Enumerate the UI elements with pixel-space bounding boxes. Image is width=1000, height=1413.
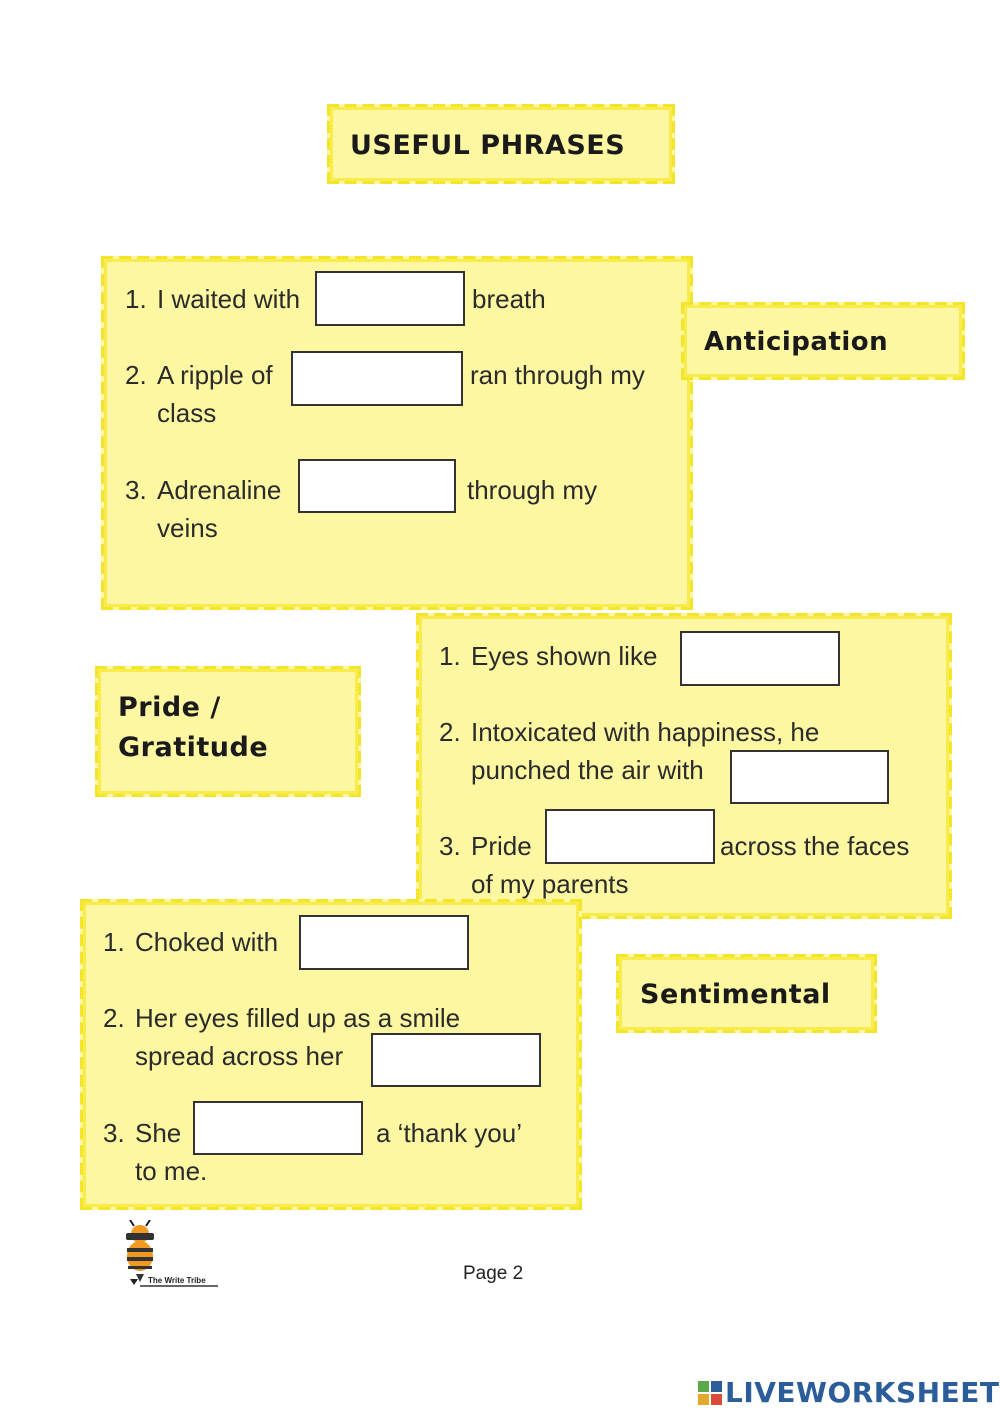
anticipation-item-3-cont: veins [157,513,218,543]
sentimental-item-2-num: 2. [103,1003,125,1033]
pride-label-line1: Pride / [118,692,221,723]
pride-item-3-after: across the faces [720,831,910,861]
anticipation-item-2-before: A ripple of [157,360,273,390]
anticipation-item-1-before: I waited with [157,284,301,314]
logo-text: The Write Tribe [148,1276,206,1285]
page-number: Page 2 [463,1263,524,1284]
pride-item-3-cont: of my parents [471,869,629,899]
sentimental-blank-2[interactable] [371,1033,541,1087]
pride-item-1-num: 1. [439,641,461,671]
sentimental-item-1-num: 1. [103,927,125,957]
sentimental-item-1-before: Choked with [135,927,279,957]
anticipation-item-2-num: 2. [125,360,147,390]
anticipation-item-1-num: 1. [125,284,147,314]
title-box [327,104,675,184]
write-tribe-logo: The Write Tribe [118,1219,228,1292]
anticipation-item-3-num: 3. [125,475,147,505]
sentimental-blank-1[interactable] [299,915,469,970]
sentimental-item-3-cont: to me. [135,1156,208,1186]
sentimental-item-2-cont: spread across her [135,1041,344,1071]
anticipation-item-2-after: ran through my [470,360,645,390]
pride-blank-1[interactable] [680,631,840,686]
anticipation-label: Anticipation [704,327,889,357]
pride-item-2-num: 2. [439,717,461,747]
sentimental-item-3-num: 3. [103,1118,125,1148]
pride-item-3-before: Pride [471,831,532,861]
sentimental-item-3-before: She [135,1118,182,1148]
pride-item-2-before: Intoxicated with happiness, he [471,717,820,747]
sentimental-item-2-before: Her eyes filled up as a smile [135,1003,461,1033]
anticipation-label-box [681,302,965,380]
page-title: USEFUL PHRASES [350,130,626,161]
anticipation-blank-1[interactable] [315,271,465,326]
anticipation-item-1-after: breath [472,284,546,314]
anticipation-blank-2[interactable] [291,351,463,406]
anticipation-item-3-after: through my [467,475,598,505]
pride-blank-2[interactable] [730,750,889,804]
liveworksheets-logo-icon [698,1381,722,1405]
pride-label-line2: Gratitude [118,732,269,763]
liveworksheets-brand[interactable]: LIVEWORKSHEETS [725,1376,1000,1409]
anticipation-item-3-before: Adrenaline [157,475,282,505]
anticipation-blank-3[interactable] [298,459,456,513]
bee-icon [126,1219,218,1287]
sentimental-label-box [616,954,877,1033]
sentimental-label: Sentimental [640,979,831,1010]
anticipation-item-2-cont: class [157,398,217,428]
pride-item-3-num: 3. [439,831,461,861]
pride-label-box [95,666,361,797]
pride-blank-3[interactable] [545,809,715,864]
pride-item-2-cont: punched the air with [471,755,704,785]
sentimental-item-3-after: a ‘thank you’ [376,1118,522,1148]
pride-item-1-before: Eyes shown like [471,641,658,671]
sentimental-blank-3[interactable] [193,1101,363,1155]
